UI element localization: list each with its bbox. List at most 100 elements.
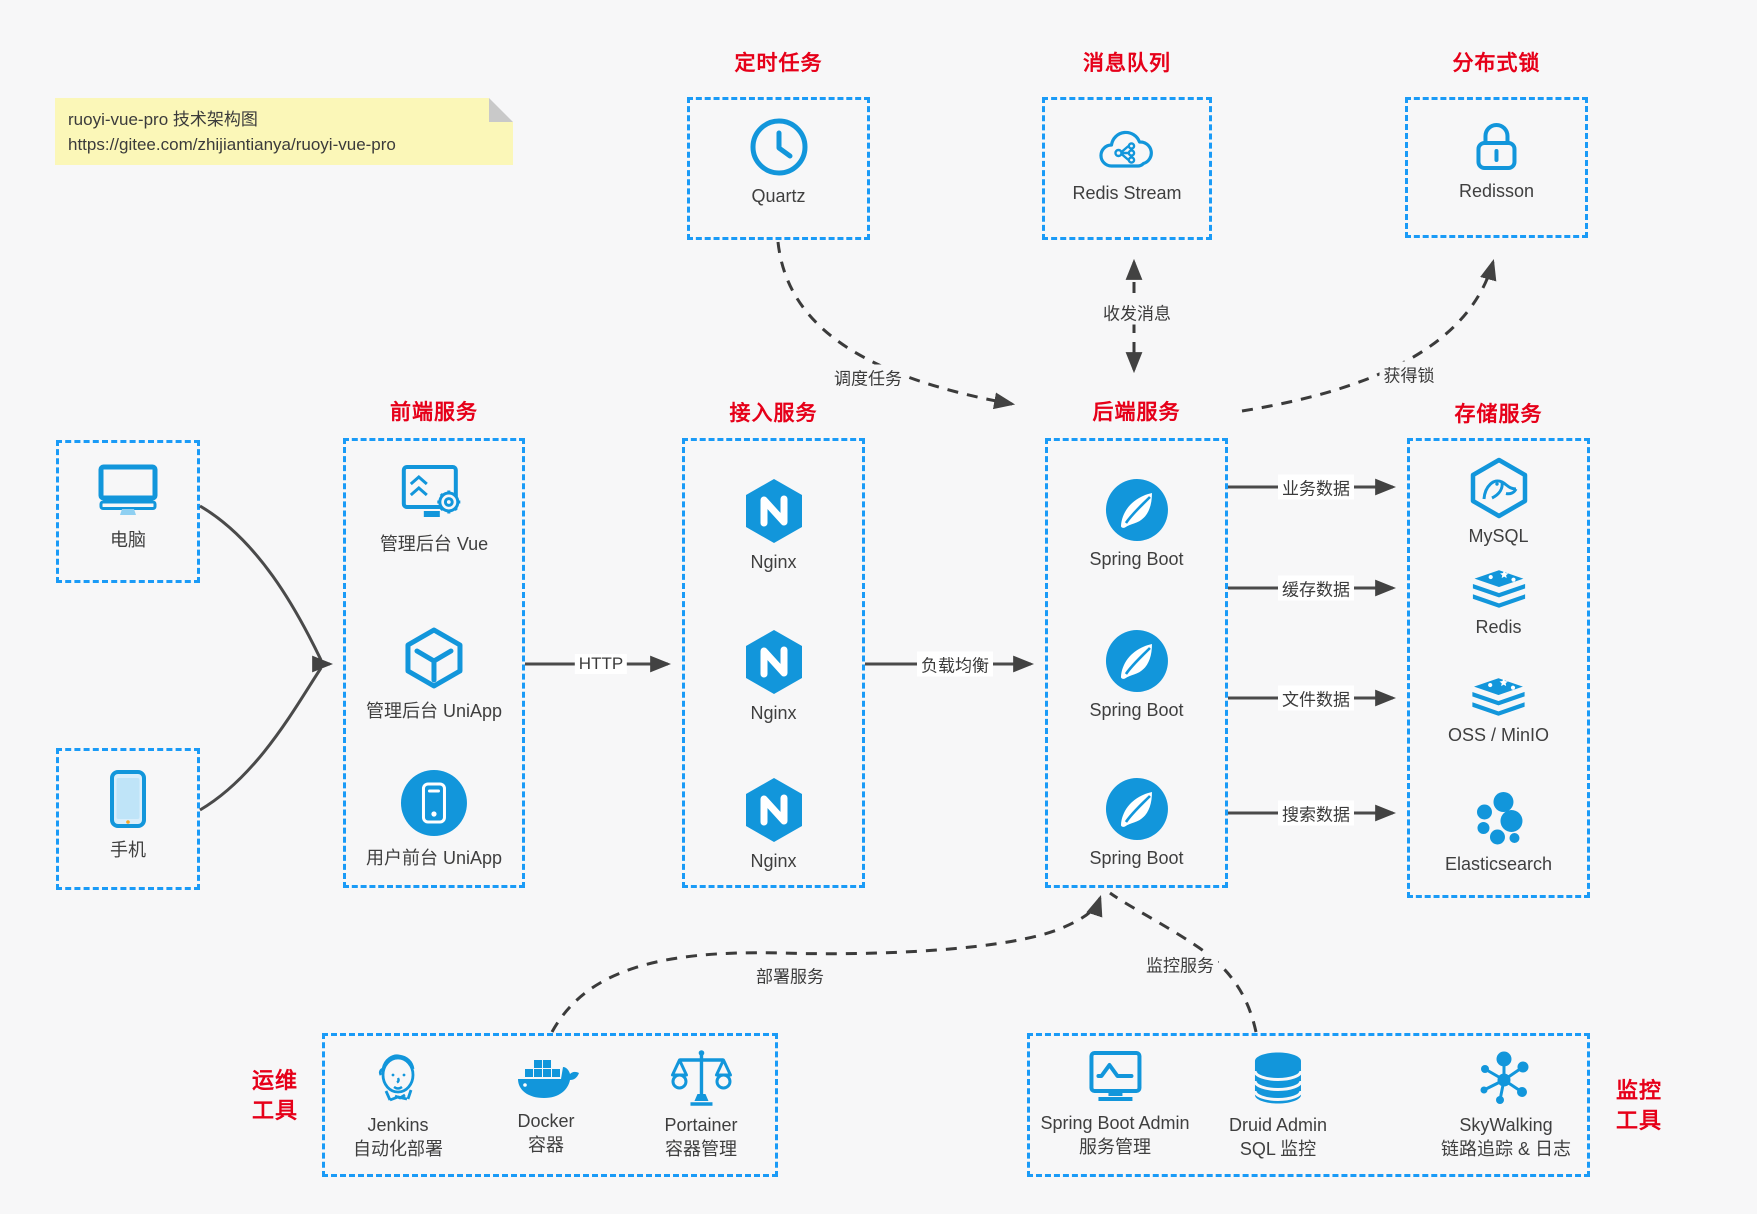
node-elasticsearch: Elasticsearch <box>1445 791 1552 875</box>
admin-vue-icon <box>402 465 461 517</box>
node-skywalking: SkyWalking 链路追踪 & 日志 <box>1441 1050 1571 1161</box>
clock-icon <box>750 118 807 176</box>
node-label: Nginx <box>750 851 797 871</box>
node-admin-uniapp: 管理后台 UniApp <box>366 626 502 723</box>
note-url: https://gitee.com/zhijiantianya/ruoyi-vu… <box>68 135 396 154</box>
node-mysql: MySQL <box>1468 457 1529 547</box>
nginx-icon <box>745 479 802 543</box>
edge-label-schedule-task: 调度任务 <box>830 364 906 390</box>
node-nginx-2: Nginx <box>743 628 805 724</box>
skywalking-icon <box>1480 1051 1529 1104</box>
box-backend: Spring Boot Spring Boot Spring Boot <box>1045 438 1228 888</box>
node-user-uniapp: 用户前台 UniApp <box>366 769 502 870</box>
node-label: Nginx <box>750 552 797 572</box>
node-quartz: Quartz <box>747 115 811 207</box>
node-springboot-1: Spring Boot <box>1089 478 1184 570</box>
box-ops-tools: Jenkins 自动化部署 Docker 容器 <box>322 1033 778 1177</box>
title-storage: 存储服务 <box>1454 403 1543 426</box>
edge-label-cache-data: 缓存数据 <box>1278 575 1354 601</box>
user-app-icon <box>400 770 467 836</box>
edge-label-http: HTTP <box>574 654 628 674</box>
box-access: Nginx Nginx Nginx <box>682 438 865 888</box>
title-frontend: 前端服务 <box>390 401 478 424</box>
node-nginx-1: Nginx <box>743 477 805 573</box>
spring-boot-icon <box>1105 630 1168 692</box>
edge-label-biz-data: 业务数据 <box>1278 474 1354 500</box>
title-ops-tools: 运维 工具 <box>251 1068 298 1123</box>
jenkins-icon <box>378 1054 415 1102</box>
oss-icon <box>1469 676 1528 718</box>
title-scheduled-task: 定时任务 <box>734 52 823 75</box>
node-springboot-2: Spring Boot <box>1089 629 1184 721</box>
node-label: Druid Admin SQL 监控 <box>1228 1115 1328 1159</box>
node-pc: 电脑 <box>96 461 160 552</box>
docker-icon <box>518 1060 579 1098</box>
node-label: Jenkins 自动化部署 <box>353 1115 443 1159</box>
edge-label-deploy-service: 部署服务 <box>752 962 828 988</box>
edge-label-file-data: 文件数据 <box>1278 685 1354 711</box>
node-redisson: Redisson <box>1459 114 1534 202</box>
node-label: Spring Boot <box>1089 549 1184 569</box>
node-admin-vue: 管理后台 Vue <box>380 463 488 556</box>
title-monitor-tools: 监控 工具 <box>1615 1078 1662 1133</box>
node-mobile: 手机 <box>101 769 155 862</box>
title-distributed-lock: 分布式锁 <box>1452 52 1541 75</box>
spring-boot-icon <box>1105 778 1168 840</box>
edge-pc-to-frontend <box>199 504 323 661</box>
box-message-queue: Redis Stream <box>1042 97 1212 240</box>
title-backend: 后端服务 <box>1092 401 1181 424</box>
node-springboot-3: Spring Boot <box>1089 777 1184 869</box>
node-spring-boot-admin: Spring Boot Admin 服务管理 <box>1040 1050 1190 1159</box>
edge-label-send-receive-msg: 收发消息 <box>1099 299 1175 325</box>
box-frontend: 管理后台 Vue 管理后台 UniApp 用户前台 UniApp <box>343 438 525 888</box>
title-access: 接入服务 <box>729 402 818 425</box>
node-label: Spring Boot <box>1089 848 1184 868</box>
box-scheduled-task: Quartz <box>687 97 870 240</box>
node-portainer: Portainer 容器管理 <box>664 1048 738 1161</box>
note-title: ruoyi-vue-pro 技术架构图 <box>68 110 258 129</box>
node-oss-minio: OSS / MinIO <box>1448 676 1549 746</box>
node-label: Docker 容器 <box>517 1111 575 1155</box>
edge-acquire-lock <box>1241 258 1497 413</box>
spring-boot-icon <box>1105 479 1168 541</box>
nginx-icon <box>745 778 802 842</box>
box-client-pc: 电脑 <box>56 440 200 583</box>
edge-label-search-data: 搜索数据 <box>1278 800 1354 826</box>
note-fold-corner <box>489 98 513 122</box>
sticky-note: ruoyi-vue-pro 技术架构图 https://gitee.com/zh… <box>55 98 513 165</box>
node-label: OSS / MinIO <box>1447 725 1550 745</box>
node-label: Spring Boot <box>1089 700 1184 720</box>
edge-label-monitor-service: 监控服务 <box>1142 951 1218 977</box>
node-label: 管理后台 UniApp <box>365 701 503 721</box>
node-redis-stream: Redis Stream <box>1072 120 1182 204</box>
node-label: Elasticsearch <box>1444 854 1553 874</box>
node-label: 用户前台 UniApp <box>365 848 503 868</box>
database-icon <box>1253 1052 1303 1104</box>
node-label: Redis Stream <box>1072 183 1182 203</box>
node-druid: Druid Admin SQL 监控 <box>1229 1050 1327 1161</box>
desktop-icon <box>98 464 158 515</box>
node-label: Redis <box>1475 617 1522 637</box>
mysql-icon <box>1470 457 1527 519</box>
cloud-stream-icon <box>1098 130 1153 168</box>
edge-mobile-to-frontend <box>199 667 323 812</box>
node-jenkins: Jenkins 自动化部署 <box>353 1048 443 1161</box>
node-label: Redisson <box>1458 181 1535 201</box>
node-label: Spring Boot Admin 服务管理 <box>1040 1113 1190 1157</box>
nginx-icon <box>745 630 802 694</box>
elasticsearch-icon <box>1476 792 1523 845</box>
box-monitor-tools: Spring Boot Admin 服务管理 Druid Admin SQL 监… <box>1027 1033 1590 1177</box>
node-redis: Redis <box>1469 568 1528 638</box>
box-client-mobile: 手机 <box>56 748 200 890</box>
box-storage: MySQL Redis OSS / MinIO <box>1407 438 1590 898</box>
node-label: 电脑 <box>110 530 146 550</box>
node-label: 管理后台 Vue <box>379 534 489 554</box>
node-nginx-3: Nginx <box>743 776 805 872</box>
portainer-icon <box>670 1050 732 1106</box>
node-label: Quartz <box>751 186 806 206</box>
edge-label-load-balance: 负载均衡 <box>917 651 993 677</box>
mobile-icon <box>110 770 146 828</box>
edge-label-acquire-lock: 获得锁 <box>1379 361 1439 387</box>
redis-icon <box>1469 568 1528 610</box>
